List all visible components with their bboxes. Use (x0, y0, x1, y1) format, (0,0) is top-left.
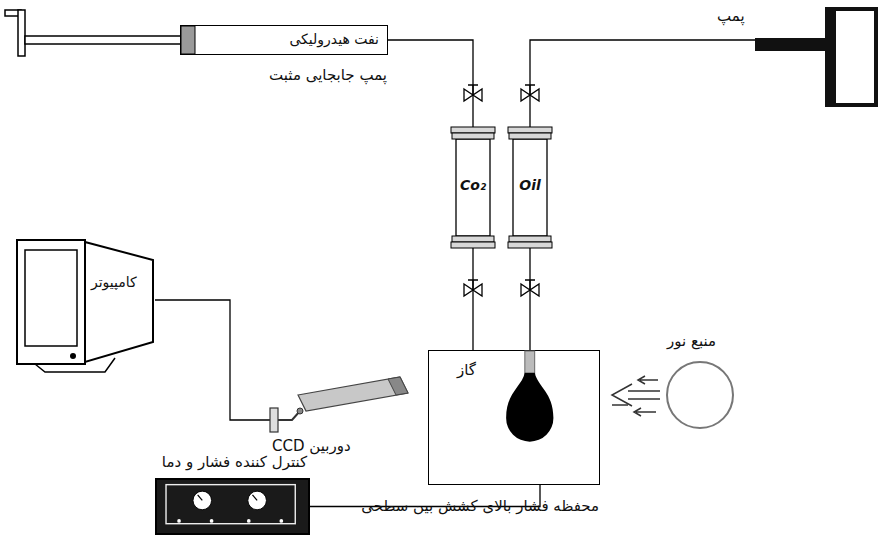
camera-joint (297, 408, 303, 414)
co2-cylinder: Co₂ (451, 125, 495, 250)
valve-stem (525, 85, 535, 95)
pump-rod (755, 38, 825, 51)
manual-pump: پمپ (755, 5, 880, 110)
controller-box: کنترل کننده فشار و دما (155, 478, 310, 535)
pipe-line (388, 40, 473, 125)
cylinder-port (472, 125, 473, 127)
cylinder-cap (509, 133, 551, 139)
syringe-handle (18, 10, 25, 56)
cylinder-port (529, 248, 530, 250)
oil-cylinder: Oil (508, 125, 552, 250)
light-arrow (612, 384, 660, 406)
controller-label: کنترل کننده فشار و دما (157, 453, 312, 471)
gauge (193, 491, 212, 510)
cylinder-cap (452, 133, 494, 139)
valve-stem (525, 280, 535, 290)
cylinder-cap (508, 242, 552, 248)
cylinder-label: Co₂ (451, 177, 495, 194)
syringe-rod (25, 36, 181, 44)
pump-label: پمپ (717, 7, 745, 25)
syringe-barrel: نفت هیدرولیکیپمپ جابجایی مثبت (180, 25, 388, 55)
lamp-circle (667, 362, 733, 428)
cylinder-cap (452, 236, 494, 242)
phase-label: گاز (457, 361, 476, 379)
ctrl-drawing (157, 480, 308, 533)
panel-dot (247, 519, 251, 523)
gauge-needle (252, 495, 257, 501)
pump-drawing (755, 5, 880, 110)
monitor-screen (25, 250, 77, 346)
cylinder-cap (451, 242, 495, 248)
computer-drawing (15, 230, 155, 375)
cylinder-cap (451, 127, 495, 133)
cylinder-label: Oil (508, 177, 552, 194)
cell-label: محفظه فشار بالای کشش بین سطحی (361, 497, 599, 515)
pipe-line (530, 40, 755, 125)
cylinder-cap (508, 127, 552, 133)
panel-dot (279, 519, 283, 523)
camera-mount (270, 408, 278, 432)
light-source: منبع نور (665, 360, 735, 430)
camera-arm (278, 411, 300, 420)
camera-label: دوربین CCD (272, 437, 351, 455)
ift-cell: گازمحفظه فشار بالای کشش بین سطحی (428, 350, 600, 485)
light-label: منبع نور (667, 332, 716, 350)
pump-handle (834, 9, 876, 105)
monitor-base (35, 358, 115, 372)
pump-label: پمپ جابجایی مثبت (269, 66, 387, 84)
valve-symbol (464, 85, 482, 101)
camera-lens (388, 377, 408, 395)
valve-symbol (464, 280, 482, 296)
power-button (70, 353, 76, 359)
pendant-drop (506, 373, 553, 442)
syringe-plunger (181, 26, 195, 54)
cylinder-port (472, 248, 473, 250)
camera-drawing (270, 375, 420, 440)
cylinder-cap (509, 236, 551, 242)
valve-symbol (521, 85, 539, 101)
computer-monitor: کامپیوتر (15, 230, 155, 375)
ccd-camera: دوربین CCD (270, 375, 420, 440)
monitor-frame (17, 240, 85, 364)
valve-stem (468, 85, 478, 95)
computer-label: کامپیوتر (91, 274, 137, 291)
fluid-label: نفت هیدرولیکی (289, 31, 379, 48)
panel-frame (166, 485, 295, 524)
gauge (248, 491, 267, 510)
light-arrow (638, 376, 658, 384)
light-arrow (612, 404, 628, 406)
pipe-line (155, 300, 270, 420)
valve-stem (468, 280, 478, 290)
panel-dot (210, 519, 214, 523)
monitor-side (85, 242, 153, 362)
drop-drawing (429, 351, 599, 484)
light-drawing (665, 360, 735, 430)
valve-symbol (521, 280, 539, 296)
gauge-needle (198, 495, 203, 501)
cylinder-port (529, 125, 530, 127)
pipe-line (472, 250, 473, 350)
panel-dot (177, 519, 181, 523)
light-arrows (612, 376, 660, 416)
light-arrow (634, 408, 656, 416)
camera-body (298, 377, 408, 411)
pipe-line (529, 250, 530, 350)
needle (525, 351, 535, 375)
